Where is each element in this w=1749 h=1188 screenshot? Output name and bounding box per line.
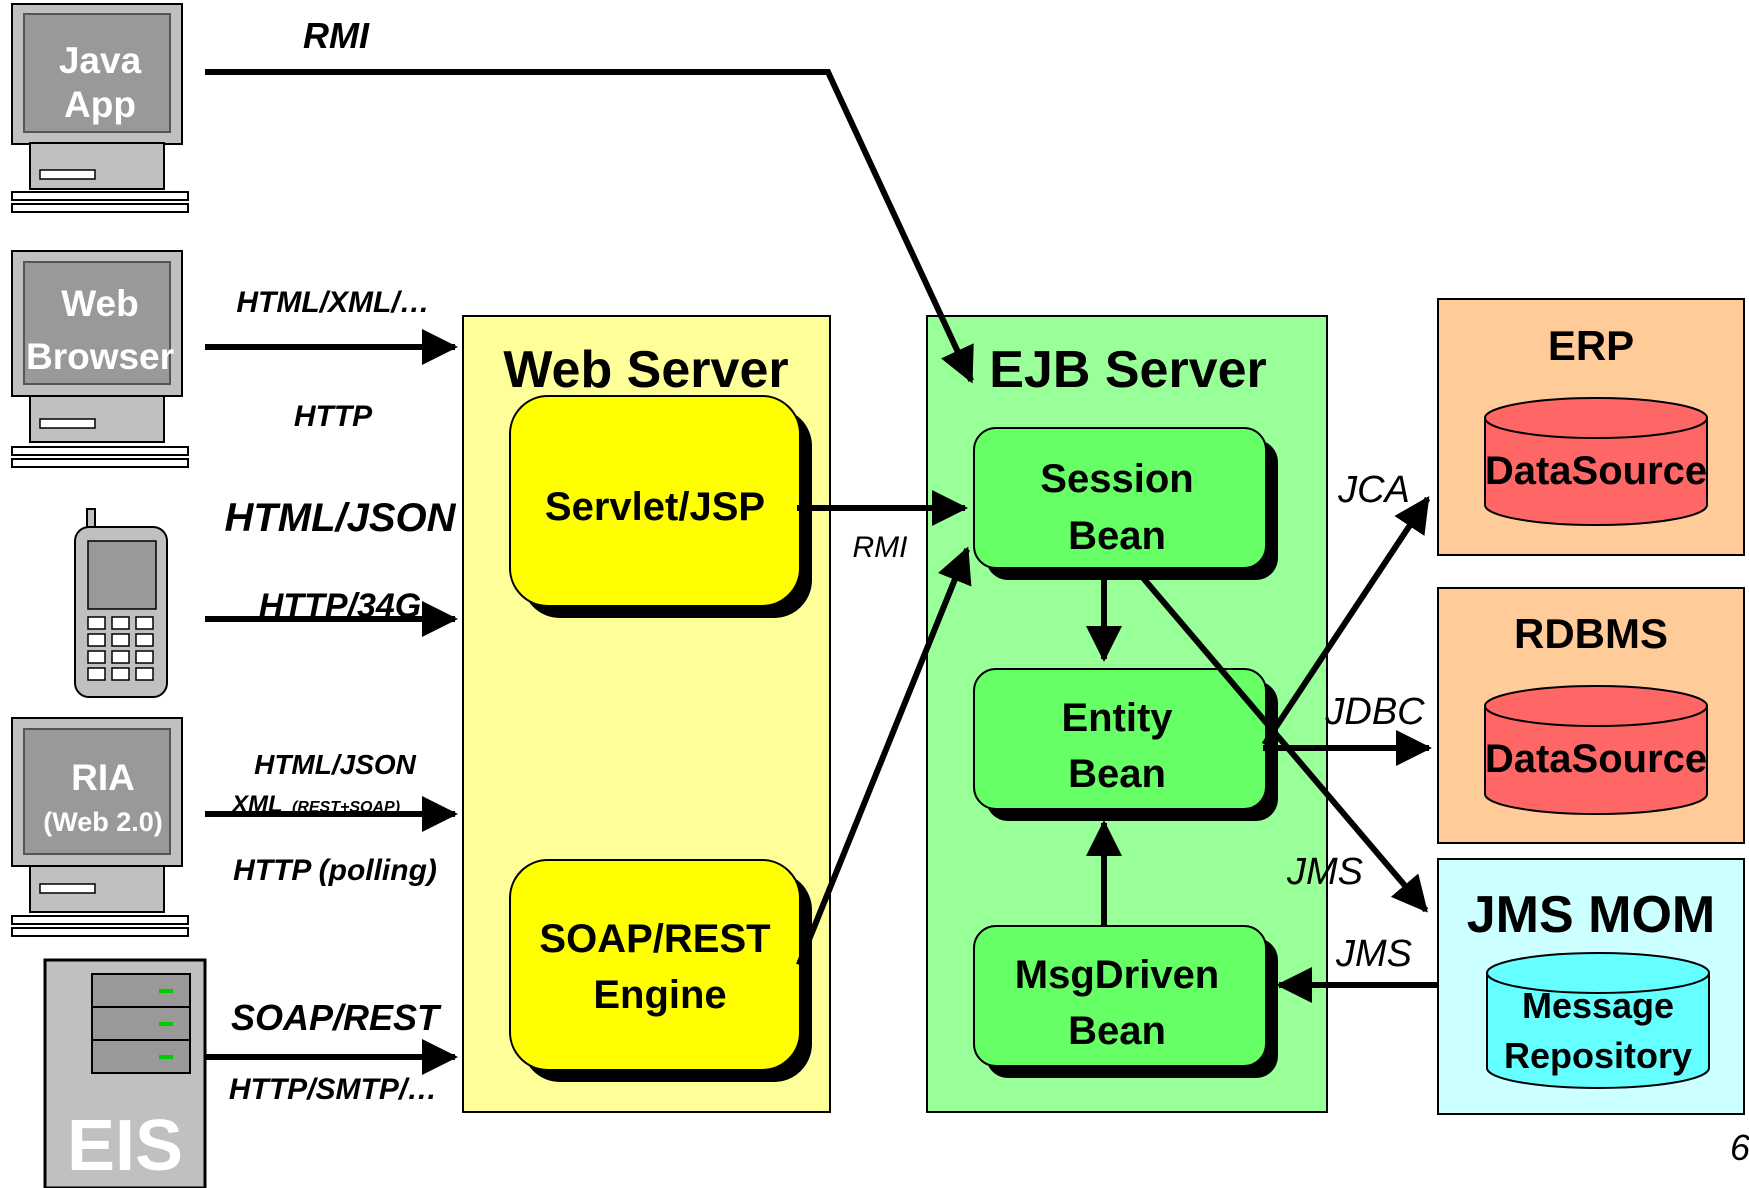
rmi-java-app-connector (205, 69, 974, 384)
msgdriven-bean-label-line1: MsgDriven (1015, 953, 1220, 997)
session-to-jms-mom-arrow (1133, 567, 1429, 913)
web-server-title: Web Server (503, 341, 788, 399)
jms-mom-title: JMS MOM (1467, 886, 1715, 944)
msgdriven-bean-label-line2: Bean (1068, 1009, 1166, 1053)
ria-label-line1: RIA (71, 757, 135, 798)
erp-datasource-icon (1484, 397, 1708, 526)
java-app-label-line2: App (64, 84, 136, 125)
rmi-top-label: RMI (303, 15, 370, 56)
jca-label: JCA (1337, 469, 1410, 511)
servlet-jsp-component[interactable]: Servlet/JSP (509, 395, 812, 618)
rdbms-backend: RDBMS DataSource (1437, 587, 1745, 844)
web-browser-label-line1: Web (61, 283, 138, 324)
mobile-protocol-bottom-label: HTTP/34G (259, 587, 421, 625)
soap-rest-engine-component[interactable]: SOAP/REST Engine (509, 859, 812, 1082)
ria-protocol-mid-small-label: (REST+SOAP) (292, 799, 400, 816)
message-repository-label-line1: Message (1522, 985, 1674, 1026)
rdbms-datasource-icon (1484, 685, 1708, 815)
ria-protocol-top-label: HTML/JSON (254, 749, 417, 780)
java-app-label-line1: Java (59, 40, 142, 81)
entity-bean-label-line2: Bean (1068, 752, 1166, 796)
eis-protocol-top-label: SOAP/REST (231, 997, 442, 1038)
message-repository-label-line2: Repository (1504, 1035, 1692, 1076)
erp-backend: ERP DataSource (1437, 298, 1745, 556)
jdbc-label: JDBC (1324, 691, 1425, 733)
page-number: 6 (1730, 1127, 1749, 1168)
ria-protocol-mid-label: XML (230, 791, 283, 818)
entity-to-erp-jca-arrow (1261, 496, 1431, 747)
jms-out-label: JMS (1286, 851, 1363, 893)
jms-in-label: JMS (1335, 933, 1412, 975)
java-app-computer-icon: Java App (11, 3, 189, 213)
rdbms-title: RDBMS (1514, 610, 1668, 657)
mobile-protocol-top-label: HTML/JSON (224, 496, 456, 540)
erp-datasource-label: DataSource (1485, 449, 1707, 493)
eis-protocol-bottom-label: HTTP/SMTP/… (229, 1073, 437, 1106)
session-bean-label-line1: Session (1040, 457, 1193, 501)
ria-computer-icon: RIA (Web 2.0) (11, 717, 189, 937)
servlet-jsp-label: Servlet/JSP (545, 485, 765, 529)
eis-server-icon: EIS (43, 958, 207, 1188)
entity-bean-label-line1: Entity (1061, 696, 1173, 740)
browser-protocol-top-label: HTML/XML/… (236, 286, 429, 319)
ria-protocol-bottom-label: HTTP (polling) (233, 854, 437, 887)
entity-bean-component[interactable]: Entity Bean (973, 668, 1278, 821)
session-bean-label-line2: Bean (1068, 514, 1166, 558)
msgdriven-bean-component[interactable]: MsgDriven Bean (973, 925, 1278, 1078)
rdbms-datasource-label: DataSource (1485, 737, 1707, 781)
soap-engine-to-session-arrow (796, 546, 972, 966)
eis-label: EIS (67, 1106, 183, 1186)
web-browser-computer-icon: Web Browser (11, 250, 189, 468)
web-browser-label-line2: Browser (26, 336, 174, 377)
session-bean-component[interactable]: Session Bean (973, 427, 1278, 580)
browser-protocol-bottom-label: HTTP (294, 400, 373, 433)
jms-mom-backend: JMS MOM Message Repository (1437, 858, 1745, 1115)
ria-label-line2: (Web 2.0) (43, 807, 163, 837)
ejb-server-title: EJB Server (989, 341, 1267, 399)
soap-rest-engine-label-line2: Engine (593, 973, 726, 1017)
mobile-phone-icon (74, 508, 168, 698)
erp-title: ERP (1548, 322, 1634, 369)
servlet-session-rmi-label: RMI (853, 531, 908, 564)
message-repository-icon (1486, 952, 1710, 1089)
soap-rest-engine-label-line1: SOAP/REST (539, 917, 770, 961)
